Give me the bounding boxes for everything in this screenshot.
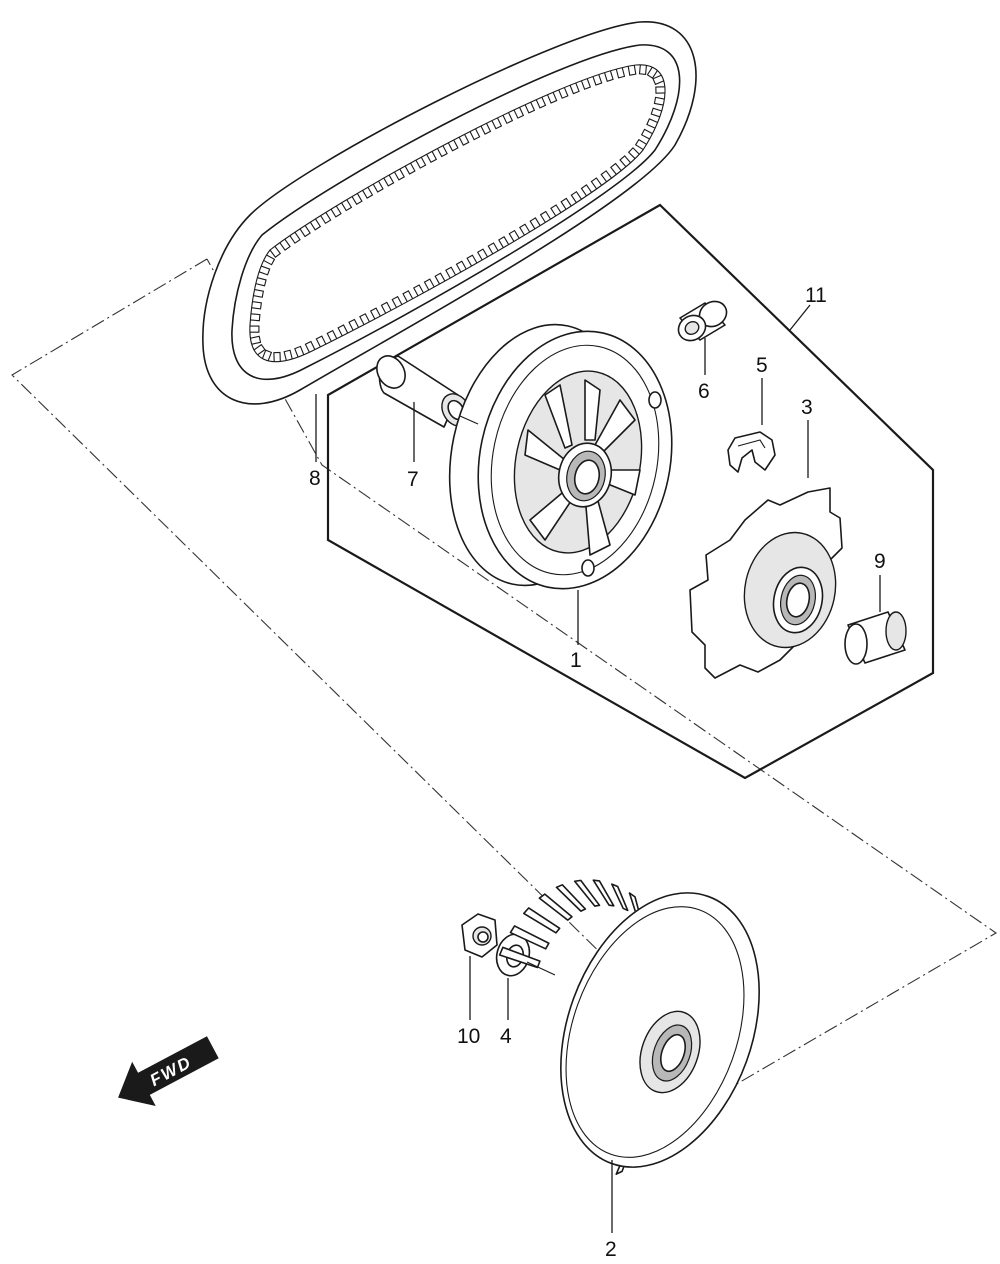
weight-roller[interactable] xyxy=(674,297,731,346)
assembly-plane-outline xyxy=(11,258,998,1086)
slide-piece[interactable] xyxy=(727,431,776,473)
callout-2: 2 xyxy=(605,1238,617,1261)
callout-1: 1 xyxy=(570,649,582,672)
arrow-shape xyxy=(118,1036,219,1107)
callout-10: 10 xyxy=(457,1025,480,1048)
callout-4: 4 xyxy=(500,1025,512,1048)
callout-3: 3 xyxy=(801,396,813,419)
callout-8: 8 xyxy=(309,467,321,490)
callout-5: 5 xyxy=(756,354,768,377)
callout-11: 11 xyxy=(805,284,827,307)
leader-lines xyxy=(315,304,881,1233)
hex-nut[interactable] xyxy=(461,913,498,958)
belt-teeth xyxy=(249,64,665,362)
callout-7: 7 xyxy=(407,468,419,491)
fixed-drive-face[interactable] xyxy=(498,865,795,1195)
part-group-box xyxy=(326,203,935,780)
movable-drive-face[interactable] xyxy=(426,308,694,607)
callout-9: 9 xyxy=(874,550,886,573)
forward-direction-arrow: FWD xyxy=(118,1036,219,1107)
ramp-plate[interactable] xyxy=(689,487,846,679)
small-collar[interactable] xyxy=(844,611,907,665)
drive-belt[interactable] xyxy=(202,21,697,405)
callout-6: 6 xyxy=(698,380,710,403)
